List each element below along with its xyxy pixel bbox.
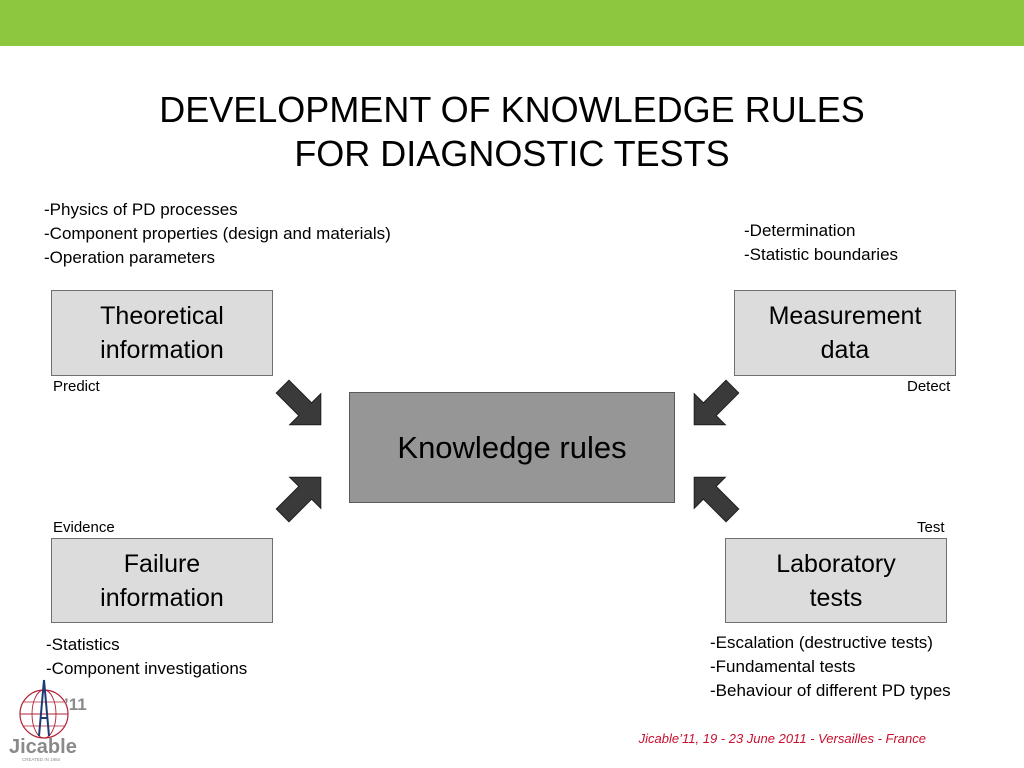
notes-top-left: -Physics of PD processes -Component prop…	[44, 198, 391, 270]
box-label: Measurement data	[768, 302, 922, 364]
box-label: Theoretical information	[100, 302, 224, 364]
box-label: Failure information	[100, 549, 224, 612]
box-laboratory-tests: Laboratory tests	[725, 538, 947, 623]
note-item: -Operation parameters	[44, 248, 216, 267]
box-knowledge-rules: Knowledge rules	[349, 392, 675, 503]
center-label: Knowledge rules	[397, 429, 627, 465]
arrow-from-measurement-icon	[678, 370, 749, 441]
label-predict: Predict	[53, 378, 100, 395]
note-item: -Behaviour of different PD types	[710, 681, 951, 700]
slide-title: DEVELOPMENT OF KNOWLEDGE RULES FOR DIAGN…	[0, 88, 1024, 176]
top-accent-bar	[0, 0, 1024, 46]
label-detect: Detect	[907, 378, 951, 395]
note-item: -Statistic boundaries	[744, 245, 899, 264]
arrow-from-theoretical-icon	[266, 370, 337, 441]
footer-conference: Jicable’11, 19 - 23 June 2011 - Versaill…	[638, 731, 926, 746]
note-item: -Escalation (destructive tests)	[710, 633, 933, 652]
note-item: -Physics of PD processes	[44, 200, 238, 219]
notes-bottom-right: -Escalation (destructive tests) -Fundame…	[710, 631, 951, 703]
eiffel-tower-icon	[38, 679, 50, 737]
title-line-1: DEVELOPMENT OF KNOWLEDGE RULES	[159, 89, 865, 130]
notes-bottom-left: -Statistics -Component investigations	[46, 633, 247, 681]
logo-tagline: CREATED IN 1984	[22, 757, 61, 762]
label-evidence: Evidence	[53, 519, 115, 536]
box-theoretical-information: Theoretical information	[51, 290, 273, 376]
notes-top-right: -Determination -Statistic boundaries	[744, 219, 898, 267]
note-item: -Determination	[744, 221, 856, 240]
note-item: -Fundamental tests	[710, 657, 856, 676]
box-failure-information: Failure information	[51, 538, 273, 623]
title-line-2: FOR DIAGNOSTIC TESTS	[294, 133, 730, 174]
logo-year: ’11	[64, 695, 87, 714]
jicable-logo: ’11 Jicable CREATED IN 1984	[9, 679, 87, 762]
box-label: Laboratory tests	[776, 549, 896, 612]
arrow-from-failure-icon	[266, 461, 337, 532]
note-item: -Statistics	[46, 635, 120, 654]
box-measurement-data: Measurement data	[734, 290, 956, 376]
arrow-from-laboratory-icon	[678, 461, 749, 532]
note-item: -Component properties (design and materi…	[44, 224, 391, 243]
logo-wordmark: Jicable	[9, 736, 77, 758]
note-item: -Component investigations	[46, 659, 248, 678]
label-test: Test	[917, 519, 945, 536]
